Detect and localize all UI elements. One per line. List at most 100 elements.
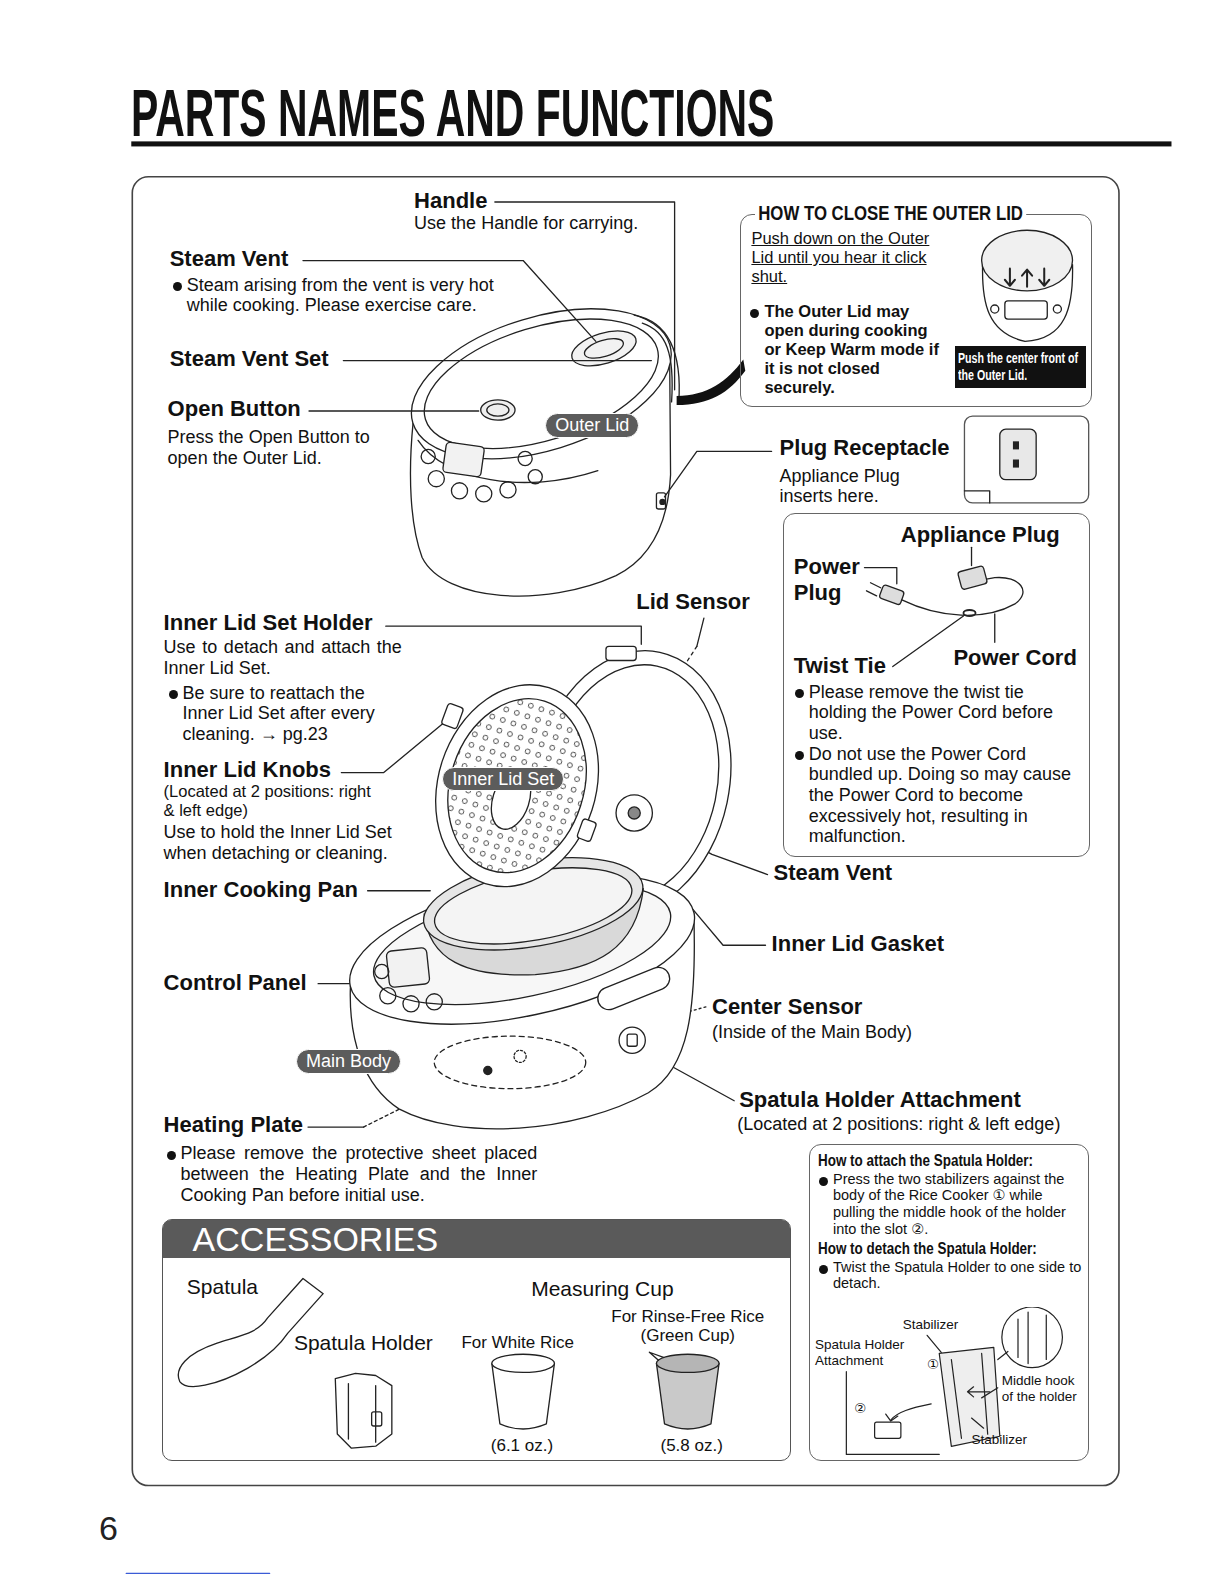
box-heading: How to attach the Spatula Holder: xyxy=(818,1152,1033,1170)
panel-heading: ACCESSORIES xyxy=(163,1220,790,1258)
accessories-figures xyxy=(178,1279,719,1449)
power-cord-figure xyxy=(957,565,987,589)
dimension: (5.8 oz.) xyxy=(660,1436,722,1456)
accessories-figures xyxy=(372,1412,382,1426)
node-text: Do not use the Power Cord bundled up. Do… xyxy=(794,744,1085,847)
part-name: Open Button xyxy=(168,396,301,421)
holder-diagram xyxy=(982,1388,998,1398)
part-name: Twist Tie xyxy=(794,653,886,678)
power-cord-figure xyxy=(893,616,964,666)
box-heading: HOW TO CLOSE THE OUTER LID xyxy=(755,201,1026,225)
part-note: Use to detach and attach the Inner Lid S… xyxy=(164,637,402,678)
plug-receptacle-figure xyxy=(964,491,989,503)
rice-cooker-closed xyxy=(393,281,689,596)
part-name: Spatula Holder Attachment xyxy=(815,1337,916,1368)
rice-cooker-closed xyxy=(528,470,542,484)
accessories-figures xyxy=(656,1354,719,1372)
rice-cooker-closed xyxy=(568,324,641,372)
part-name: Power Plug xyxy=(794,554,867,605)
rice-cooker-closed xyxy=(476,486,492,502)
holder-diagram xyxy=(927,1335,941,1352)
plug-receptacle-figure xyxy=(1000,429,1036,479)
footer-rule xyxy=(126,1573,269,1574)
outer-lid-icon xyxy=(1053,305,1061,313)
outer-lid-icon xyxy=(991,305,999,313)
leader-lines xyxy=(309,410,479,411)
holder-diagram xyxy=(886,1414,898,1421)
part-name: Steam Vent xyxy=(170,246,289,271)
rice-cooker-open xyxy=(627,1034,637,1046)
rice-cooker-open xyxy=(616,795,652,831)
rice-cooker-open xyxy=(434,1036,585,1089)
leader-lines xyxy=(368,890,431,891)
text-column: Please remove the twist tie holding the … xyxy=(794,682,1085,848)
rice-cooker-open xyxy=(619,1027,645,1053)
rice-cooker-open xyxy=(606,646,636,660)
holder-diagram xyxy=(891,1404,931,1420)
text-column: How to attach the Spatula Holder:Press t… xyxy=(818,1152,1084,1292)
power-cord-figure xyxy=(994,614,995,642)
leader-lines xyxy=(697,618,704,646)
leader-lines xyxy=(303,202,772,1127)
part-name: Power Cord xyxy=(953,645,1076,670)
node-text: Please remove the twist tie holding the … xyxy=(794,682,1085,744)
part-note: (Located at 2 positions: right & left ed… xyxy=(737,1114,1060,1135)
accessories-band: ACCESSORIES xyxy=(163,1220,790,1258)
part-name: Stabilizer xyxy=(903,1317,959,1333)
accessories-figures xyxy=(492,1363,555,1429)
node-text: Push down on the Outer Lid until you hea… xyxy=(751,229,953,286)
outer-lid-icon xyxy=(982,230,1073,291)
plug-receptacle-figure xyxy=(964,416,1088,503)
rice-cooker-open xyxy=(484,1066,492,1074)
instruction-band: Push the center front of the Outer Lid. xyxy=(955,346,1085,388)
leader-lines xyxy=(665,451,772,496)
accessory-name: Measuring Cup xyxy=(531,1277,673,1301)
part-name: Appliance Plug xyxy=(901,522,1060,547)
plug-receptacle-figure xyxy=(1013,441,1019,449)
callout-number: ② xyxy=(854,1401,866,1417)
rice-cooker-open xyxy=(380,988,396,1004)
accessories-figures xyxy=(335,1373,392,1448)
rice-cooker-open xyxy=(441,703,464,729)
part-note: Press the Open Button to open the Outer … xyxy=(168,427,380,468)
accessory-name: Spatula xyxy=(187,1275,258,1299)
rice-cooker-closed xyxy=(656,493,665,509)
rice-cooker-closed xyxy=(421,449,435,463)
page-title: PARTS NAMES AND FUNCTIONS xyxy=(131,80,774,146)
page-number: 6 xyxy=(99,1509,118,1548)
part-name: Handle xyxy=(414,188,487,213)
rice-cooker-closed xyxy=(582,335,625,362)
rice-cooker-closed xyxy=(451,483,467,499)
leader-lines xyxy=(341,719,448,773)
tag-text: Outer Lid xyxy=(555,415,629,436)
accessories-figures xyxy=(492,1354,555,1372)
rice-cooker-open xyxy=(410,663,623,908)
holder-diagram xyxy=(1002,1307,1063,1368)
part-name: Lid Sensor xyxy=(636,589,750,614)
part-name: Inner Lid Set Holder xyxy=(164,610,373,635)
plug-receptacle-figure xyxy=(964,416,1088,503)
instruction-box: Push the center front of the Outer Lid.H… xyxy=(740,214,1091,407)
node-text: For White Rice xyxy=(461,1333,573,1353)
plug-receptacle-figure xyxy=(1013,460,1019,468)
part-name: Center Sensor xyxy=(712,994,862,1019)
part-name: Inner Cooking Pan xyxy=(164,877,358,902)
part-name: Middle hook of the holder xyxy=(1002,1373,1087,1404)
tag-text: Main Body xyxy=(306,1051,391,1072)
power-cord-figure xyxy=(963,610,975,616)
part-name: Plug Receptacle xyxy=(780,435,950,460)
power-cord-figure xyxy=(879,584,905,605)
part-note: Steam arising from the vent is very hot … xyxy=(172,275,505,316)
node-text: Push the center front of the Outer Lid. xyxy=(958,350,1080,384)
leader-lines xyxy=(343,360,651,361)
part-name: Inner Lid Knobs xyxy=(164,757,331,782)
holder-diagram xyxy=(1018,1312,1046,1364)
rice-cooker-closed xyxy=(481,400,515,420)
outer-lid-icon xyxy=(1005,301,1047,319)
illustration xyxy=(126,141,1171,1573)
rice-cooker-open xyxy=(577,818,597,842)
cord-info-box: Please remove the twist tie holding the … xyxy=(783,513,1090,857)
spatula-howto-box: How to attach the Spatula Holder:Press t… xyxy=(809,1144,1089,1461)
holder-figure: StabilizerSpatula Holder Attachment①②Mid… xyxy=(810,1307,1090,1461)
